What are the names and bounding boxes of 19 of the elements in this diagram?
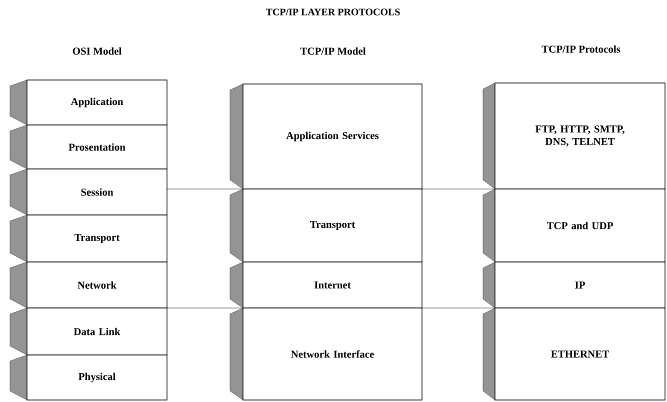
layer-box: Session: [10, 168, 168, 216]
layer-box: TCP and UDP: [482, 188, 666, 262]
layer-box: Data Link: [10, 308, 168, 356]
title: TCP/IP LAYER PROTOCOLS: [266, 8, 400, 16]
layer-box: Application: [10, 80, 168, 126]
layer-box: ETHERNET: [482, 308, 666, 400]
layer-box: Internet: [230, 262, 422, 308]
layer-box: Network Interface: [230, 308, 422, 400]
layer-box: Application Services: [230, 84, 422, 190]
layer-box: IP: [482, 262, 666, 308]
layer-box: Physical: [10, 354, 168, 400]
layer-box: Prosentation: [10, 124, 168, 170]
layer-box: Transport: [230, 188, 422, 262]
column-heading: TCP/IP Protocols: [542, 45, 620, 53]
layer-box: FTP, HTTP, SMTP, DNS, TELNET: [482, 82, 666, 190]
layer-box: Network: [10, 262, 168, 308]
column-heading: TCP/IP Model: [300, 47, 366, 55]
layer-box: Transport: [10, 214, 168, 262]
column-heading: OSI Model: [72, 47, 122, 55]
